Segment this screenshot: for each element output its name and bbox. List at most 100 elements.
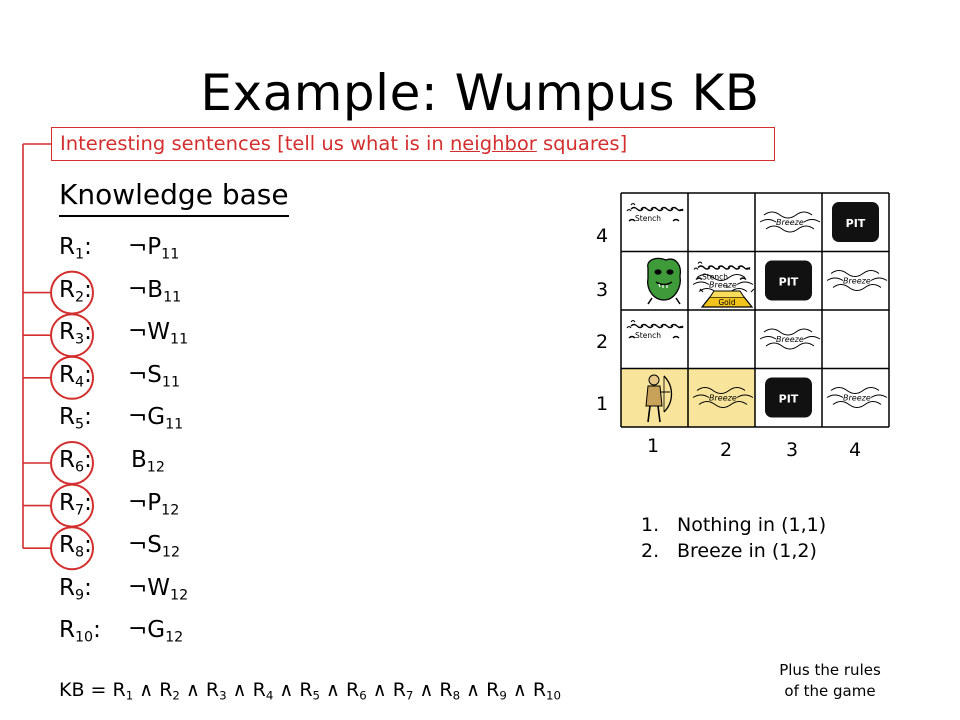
rule-symbol: G: [147, 617, 166, 644]
pit-icon: PIT: [832, 202, 879, 242]
rule-label: R5:: [59, 402, 92, 439]
breeze-icon: Breeze: [692, 274, 754, 295]
observation-item: 2. Breeze in (1,2): [641, 538, 826, 564]
negation-symbol: ¬: [128, 319, 148, 346]
rule-symbol: S: [147, 361, 162, 388]
rule-name: R: [59, 489, 75, 516]
rule-expression: ¬B11: [128, 275, 181, 312]
agent-archer-icon: [645, 374, 673, 423]
stench-label: Stench: [702, 273, 728, 282]
rule-label: R1:: [59, 232, 92, 269]
observation-number: 1.: [641, 514, 660, 536]
conjunction-symbol: ∧: [413, 679, 440, 701]
grid-row-label: 3: [595, 279, 609, 301]
kb-term: R: [112, 679, 126, 701]
plus-rules-line-1: Plus the rules: [779, 661, 881, 679]
callout-text-before: Interesting sentences [tell us what is i…: [60, 132, 450, 155]
rule-symbol: P: [147, 489, 162, 516]
wumpus-icon: [647, 257, 682, 305]
pit-icon: PIT: [765, 260, 812, 301]
negation-symbol: ¬: [128, 276, 148, 303]
negation-symbol: ¬: [128, 234, 148, 260]
pit-label: PIT: [779, 276, 799, 289]
rule-expression: B12: [131, 445, 165, 482]
knowledge-base-heading: Knowledge base: [59, 175, 289, 217]
rule-subscript: 12: [170, 587, 189, 604]
rule-index: 6: [74, 459, 85, 476]
rule-label: R3:: [59, 317, 92, 354]
rule-symbol: W: [147, 319, 171, 346]
grid-row-label: 2: [595, 331, 609, 353]
rule-symbol: B: [147, 276, 164, 303]
rule-colon: :: [84, 532, 92, 559]
kb-term: R: [439, 679, 453, 701]
callout-box: Interesting sentences [tell us what is i…: [51, 127, 775, 161]
rule-colon: :: [84, 574, 92, 601]
observation-text: Nothing in (1,1): [677, 514, 827, 536]
rule-colon: :: [93, 617, 101, 644]
rule-colon: :: [84, 276, 92, 303]
conjunction-symbol: ∧: [133, 679, 160, 701]
rule-name: R: [59, 361, 75, 388]
rule-name: R: [59, 447, 75, 473]
rule-index: 10: [74, 629, 94, 646]
rule-index: 9: [74, 587, 85, 604]
stench-icon: Stench: [693, 261, 751, 282]
negation-symbol: ¬: [128, 404, 148, 431]
kb-formula: KB = R1 ∧ R2 ∧ R3 ∧ R4 ∧ R5 ∧ R6 ∧ R7 ∧ …: [59, 677, 561, 709]
breeze-icon: Breeze: [826, 270, 888, 291]
rule-highlight-circle: [50, 526, 94, 571]
breeze-label: Breeze: [709, 281, 737, 290]
rule-colon: :: [84, 404, 92, 431]
rule-label: R7:: [59, 488, 92, 525]
rule-index: 8: [74, 544, 85, 561]
observation-number: 2.: [641, 540, 660, 562]
kb-term: R: [252, 679, 266, 701]
breeze-icon: Breeze: [826, 387, 888, 408]
rule-expression: ¬S12: [128, 530, 180, 567]
gold-icon: Gold: [699, 285, 755, 308]
plus-rules-line-2: of the game: [784, 682, 876, 700]
callout-text-underlined: neighbor: [449, 132, 537, 155]
rule-name: R: [59, 532, 75, 559]
rule-label: R10:: [59, 615, 101, 652]
rule-name: R: [59, 617, 75, 644]
rule-index: 5: [74, 416, 85, 433]
rule-expression: ¬G11: [128, 402, 183, 439]
rule-index: 1: [74, 246, 85, 263]
breeze-icon: Breeze: [759, 328, 821, 350]
grid-column-label: 2: [719, 439, 733, 461]
rule-colon: :: [84, 361, 92, 388]
negation-symbol: ¬: [128, 617, 148, 644]
conjunction-symbol: ∧: [320, 679, 347, 701]
grid-row-label: 1: [595, 393, 609, 415]
rule-label: R4:: [59, 360, 92, 397]
rule-index: 3: [74, 331, 85, 348]
rule-index: 2: [74, 288, 85, 305]
rule-expression: ¬W12: [128, 573, 188, 610]
rule-subscript: 11: [161, 246, 180, 263]
kb-term-index: 4: [265, 688, 274, 703]
rule-symbol: B: [131, 447, 147, 473]
kb-term: R: [299, 679, 313, 701]
breeze-icon: Breeze: [759, 211, 821, 233]
rule-subscript: 12: [146, 459, 165, 476]
rule-label: R6:: [59, 445, 92, 482]
pit-icon: PIT: [765, 377, 812, 418]
kb-term: R: [532, 679, 547, 701]
kb-term: R: [392, 679, 406, 701]
rule-colon: :: [84, 234, 92, 260]
kb-term-index: 2: [172, 688, 180, 703]
grid-column-label: 3: [785, 439, 799, 461]
rule-index: 4: [74, 374, 85, 391]
rule-expression: ¬P12: [128, 488, 179, 525]
kb-term-index: 8: [452, 688, 461, 703]
breeze-icon: Breeze: [692, 387, 754, 408]
rule-subscript: 12: [161, 501, 180, 518]
breeze-label: Breeze: [709, 394, 737, 403]
conjunction-symbol: ∧: [179, 679, 206, 701]
rule-expression: ¬P11: [128, 232, 179, 269]
grid-column-label: 4: [848, 439, 862, 461]
gold-label: Gold: [718, 298, 735, 307]
